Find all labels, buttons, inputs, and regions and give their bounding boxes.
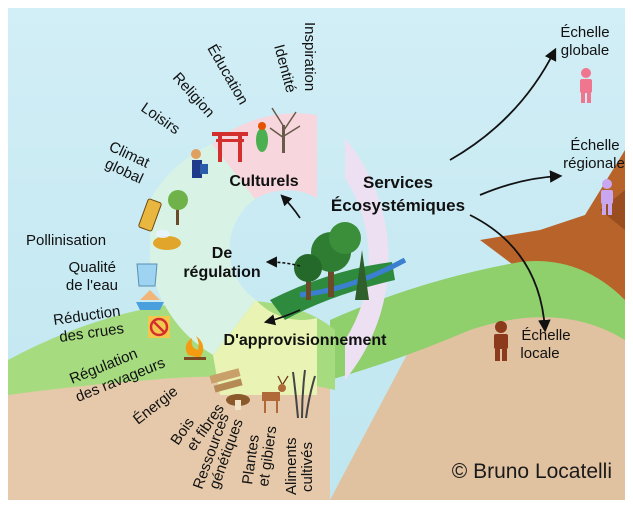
label-inspiration: Inspiration — [301, 22, 318, 91]
category-regulation-line2: régulation — [183, 264, 260, 281]
copyright-text: © Bruno Locatelli — [452, 460, 612, 483]
wheat-icon — [292, 369, 316, 419]
scale-regional-line1: Échelle — [570, 137, 619, 154]
thermometer-icon — [138, 198, 162, 232]
torii-gate-icon — [212, 132, 248, 162]
tree-icon — [269, 107, 301, 153]
arrow-to-regulation — [265, 256, 301, 268]
arrow-to-provisioning — [263, 309, 301, 326]
services-title-line1: Services — [363, 173, 433, 192]
category-provisioning: D'approvisionnement — [224, 332, 388, 349]
person-icon — [580, 68, 592, 103]
bee-icon — [153, 230, 181, 250]
label-aliments-line1: Aliments — [283, 437, 300, 495]
arrow-to-global — [449, 47, 557, 161]
person-icon — [601, 179, 613, 215]
category-cultural: Culturels — [229, 173, 298, 190]
scale-local-line2: locale — [520, 345, 559, 362]
hiker-icon — [191, 149, 208, 178]
services-title-line2: Écosystémiques — [331, 196, 465, 215]
scale-local-line1: Échelle — [521, 327, 570, 344]
forest-icon — [294, 222, 369, 300]
hill-grass — [330, 261, 625, 380]
scale-global-line1: Échelle — [560, 24, 609, 41]
label-pollinisation: Pollinisation — [26, 232, 106, 249]
label-plantes-line1: Plantes — [239, 434, 263, 486]
lumber-icon — [209, 368, 243, 393]
campfire-icon — [184, 336, 206, 360]
tree-icon — [168, 190, 188, 225]
mushroom-icon — [226, 394, 250, 410]
label-qualite-line2: de l'eau — [66, 277, 118, 294]
category-regulation-line1: De — [212, 245, 233, 262]
label-qualite-line1: Qualité — [68, 259, 116, 276]
scale-global-line2: globale — [561, 42, 609, 59]
deer-icon — [262, 375, 289, 413]
scale-regional-line2: régionale — [563, 155, 625, 172]
mountain-ridge — [600, 190, 625, 230]
arrow-to-local — [469, 214, 551, 333]
no-pest-icon — [148, 316, 170, 338]
house-icon — [136, 290, 164, 310]
water-glass-icon — [136, 263, 158, 287]
services-arc — [345, 138, 389, 380]
arrow-to-regional — [479, 170, 563, 196]
bird-icon — [256, 122, 268, 152]
arrow-to-cultural — [280, 194, 301, 219]
person-icon — [494, 321, 508, 361]
label-aliments-line2: cultivés — [299, 442, 316, 492]
